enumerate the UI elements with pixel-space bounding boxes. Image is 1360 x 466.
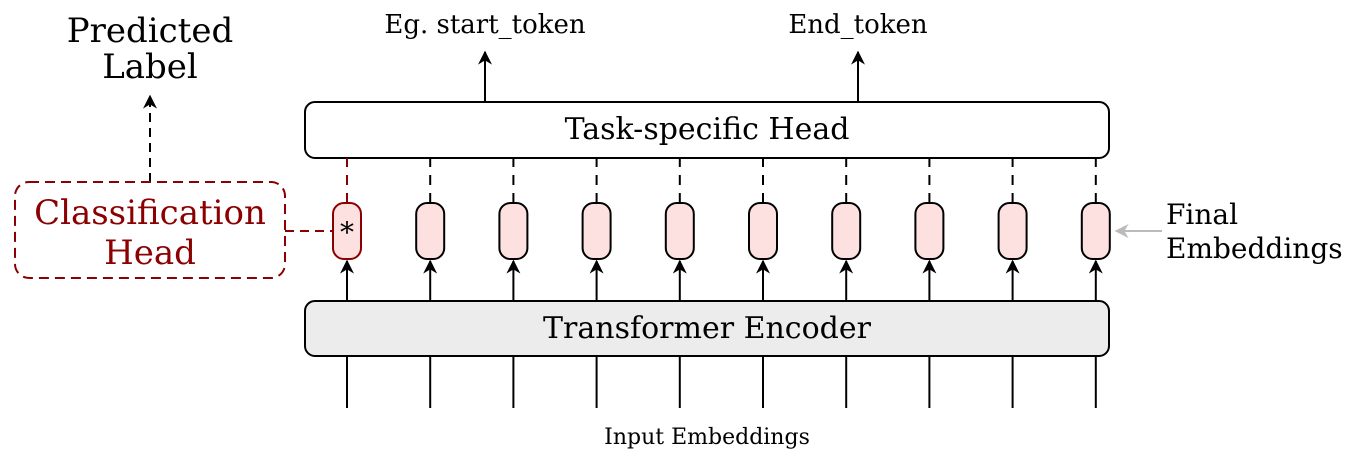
token-columns: * (332, 158, 1111, 408)
final-embeddings-line1: Final (1166, 198, 1238, 231)
predicted-label-line1: Predicted (67, 11, 233, 51)
token-embedding (748, 202, 778, 260)
task-specific-head (304, 101, 1110, 159)
cls-token-embedding (332, 202, 362, 260)
predicted-label-line2: Label (102, 47, 198, 87)
cls-token-marker: * (340, 216, 354, 249)
token-embedding (581, 202, 612, 260)
token-embedding (415, 202, 446, 260)
classification-head-line2: Head (104, 233, 196, 273)
classification-head-line1: Classification (34, 193, 266, 233)
input-embeddings-label: Input Embeddings (604, 425, 810, 450)
start-token-label: Eg. start_token (384, 10, 586, 40)
final-embeddings-line2: Embeddings (1166, 232, 1343, 265)
token-embedding (664, 202, 695, 260)
token-embedding (498, 202, 529, 260)
transformer-encoder (304, 300, 1110, 357)
token-embedding (997, 202, 1028, 260)
end-token-label: End_token (788, 10, 928, 40)
task-head-label: Task-specific Head (565, 112, 850, 147)
token-embedding (914, 202, 945, 260)
token-embedding (1080, 202, 1111, 260)
token-embedding (831, 202, 862, 260)
transformer-encoder-label: Transformer Encoder (543, 311, 872, 346)
